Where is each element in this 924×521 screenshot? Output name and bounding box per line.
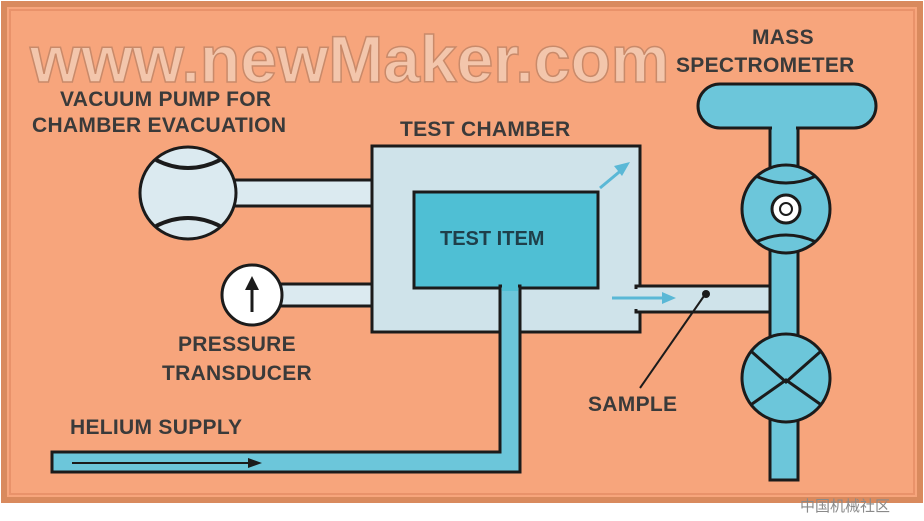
vacuum-pump-label-line2: CHAMBER EVACUATION [32,114,286,137]
watermark-text: www.newMaker.com [29,22,669,96]
inner-frame [9,9,915,495]
mass-spectrometer-label-line2: SPECTROMETER [676,54,855,77]
vacuum-pump-icon [138,145,238,241]
pump-icon [740,332,832,424]
vacuum-pump-label-line1: VACUUM PUMP FOR [60,88,271,111]
helium-flow-arrowhead [248,458,262,468]
sample-pointer-line [639,295,705,389]
source-credit-text: 中国机械社区 [800,497,890,515]
test-chamber-label: TEST CHAMBER [400,118,570,141]
vacuum-pump-pipe [218,178,382,208]
helium-supply-pipe [50,284,522,474]
pressure-transducer-pipe [278,282,382,308]
sample-label: SAMPLE [588,393,677,416]
sample-pointer-dot [702,290,710,298]
pressure-transducer-label-line1: PRESSURE [178,333,296,356]
helium-supply-label: HELIUM SUPPLY [70,416,242,439]
pressure-transducer-label-line2: TRANSDUCER [162,362,312,385]
valve-icon [740,163,832,255]
test-item-label: TEST ITEM [440,228,544,250]
sample-flow-arrowhead [662,292,676,304]
mass-spectrometer-label-line1: MASS [752,26,814,49]
helium-pipe-join [502,283,518,291]
permeation-arrowhead [614,162,630,176]
up-arrow-gauge-icon [220,263,284,327]
